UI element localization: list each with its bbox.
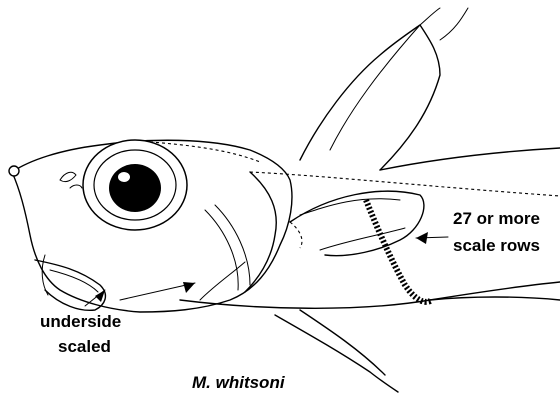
eye (83, 140, 187, 230)
arrow-underside-1 (85, 290, 105, 306)
dorsal-fin (300, 8, 468, 170)
label-scale-rows-line2: scale rows (453, 236, 540, 255)
pelvic-fin (275, 310, 398, 392)
species-caption: M. whitsoni (192, 373, 286, 392)
label-scale-rows-line1: 27 or more (453, 209, 540, 228)
jaw (35, 255, 105, 310)
label-underside-line1: underside (40, 312, 121, 331)
label-underside-line2: scaled (58, 337, 111, 356)
pectoral-fin (290, 191, 424, 255)
fish-body (180, 148, 560, 308)
arrow-underside-2 (120, 282, 195, 300)
arrow-scale-rows (416, 232, 448, 244)
